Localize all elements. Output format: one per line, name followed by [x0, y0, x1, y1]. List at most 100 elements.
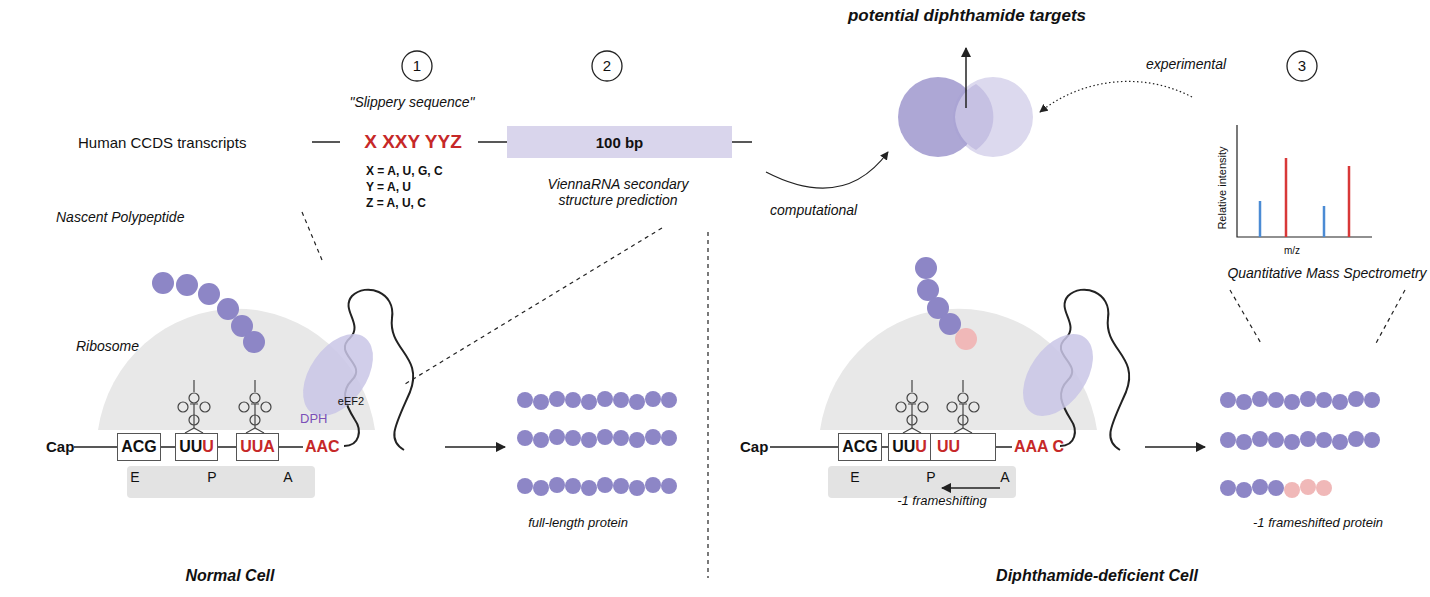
amino-acid [1316, 432, 1332, 448]
amino-acid [1300, 391, 1316, 407]
part-label: Nascent Polypeptide [56, 209, 184, 225]
condition-label: Normal Cell [186, 567, 275, 585]
amino-acid [613, 430, 629, 446]
amino-acid [1348, 431, 1364, 447]
codon-box: UUU [888, 433, 931, 461]
amino-acid [533, 432, 549, 448]
amino-acid [581, 480, 597, 496]
motif-label: "Slippery sequence" [349, 94, 474, 110]
transcript-label: Human CCDS transcripts [78, 134, 246, 151]
node-text: 100 bp [596, 134, 644, 151]
motif-key: Y = A, U [366, 181, 411, 195]
amino-acid [629, 394, 645, 410]
amino-acid [1220, 432, 1236, 448]
amino-acid [645, 477, 661, 493]
amino-acid [1332, 394, 1348, 410]
amino-acid [1364, 432, 1380, 448]
amino-acid [1236, 394, 1252, 410]
amino-acid [613, 478, 629, 494]
amino-acid [1284, 394, 1300, 410]
codon-box: UUA [236, 433, 279, 461]
motif-key: Z = A, U, C [366, 197, 426, 211]
codon-box: UUU [175, 433, 218, 461]
codon-box: UU [930, 433, 996, 461]
amino-acid [645, 391, 661, 407]
amino-acid [549, 429, 565, 445]
amino-acid [1252, 479, 1268, 495]
site-label: E [850, 469, 859, 485]
amino-acid [1316, 392, 1332, 408]
amino-acid [1268, 432, 1284, 448]
amino-acid [1268, 480, 1284, 496]
protein-label: full-length protein [528, 516, 628, 531]
amino-acid [581, 432, 597, 448]
amino-acid [1236, 434, 1252, 450]
callout-number: 1 [413, 57, 421, 74]
motif-sequence: X XXY YYZ [364, 131, 462, 153]
node-text: UUA [240, 438, 275, 456]
amino-acid [1332, 434, 1348, 450]
amino-acid [1284, 434, 1300, 450]
method-label: ViennaRNA secondary structure prediction [523, 176, 713, 208]
part-label: Ribosome [76, 338, 139, 354]
node-text: UU [892, 438, 915, 456]
amino-acid [565, 478, 581, 494]
amino-acid [1252, 391, 1268, 407]
amino-acid [661, 430, 677, 446]
amino-acid [1364, 392, 1380, 408]
amino-acid [549, 391, 565, 407]
arrow-label: computational [770, 202, 857, 218]
amino-acid [661, 392, 677, 408]
codon: AAA C [1014, 438, 1064, 456]
protein-label: -1 frameshifted protein [1253, 516, 1383, 531]
method-label: Quantitative Mass Spectrometry [1227, 265, 1426, 281]
codon-box: ACG [838, 433, 882, 461]
cap-label: Cap [46, 438, 74, 455]
amino-acid [1236, 482, 1252, 498]
amino-acid [1300, 479, 1316, 495]
site-label: A [1000, 469, 1009, 485]
axis-label: m/z [1284, 245, 1300, 257]
cap-label: Cap [740, 438, 768, 455]
amino-acid [597, 477, 613, 493]
amino-acid [1316, 480, 1332, 496]
site-label: P [207, 469, 216, 485]
part-label: DPH [300, 412, 327, 427]
amino-acid [581, 394, 597, 410]
motif-key: X = A, U, G, C [366, 165, 443, 179]
amino-acid [1284, 482, 1300, 498]
amino-acid [597, 391, 613, 407]
frameshift-label: -1 frameshifting [897, 494, 987, 509]
condition-label: Diphthamide-deficient Cell [996, 567, 1198, 585]
amino-acid [629, 480, 645, 496]
amino-acid [1268, 392, 1284, 408]
amino-acid [533, 394, 549, 410]
amino-acid [517, 392, 533, 408]
amino-acid [517, 430, 533, 446]
axis-label: Relative intensity [1216, 146, 1229, 229]
amino-acid [565, 430, 581, 446]
amino-acid [629, 432, 645, 448]
amino-acid [565, 392, 581, 408]
node-text: U [202, 438, 214, 456]
amino-acid [533, 480, 549, 496]
callout-number: 3 [1298, 57, 1306, 74]
site-label: A [283, 469, 292, 485]
arrow-label: experimental [1146, 56, 1226, 72]
amino-acid [1220, 392, 1236, 408]
codon: AAC [305, 438, 340, 456]
amino-acid [613, 392, 629, 408]
title: potential diphthamide targets [848, 6, 1086, 26]
node-text: UU [937, 438, 960, 456]
amino-acid [645, 429, 661, 445]
amino-acid [1300, 431, 1316, 447]
sequence-window-box: 100 bp [507, 126, 732, 158]
site-label: E [130, 469, 139, 485]
callout-number: 2 [603, 57, 611, 74]
amino-acid [1348, 391, 1364, 407]
part-label: eEF2 [338, 395, 364, 408]
amino-acid [661, 478, 677, 494]
amino-acid [1220, 480, 1236, 496]
node-text: UU [179, 438, 202, 456]
